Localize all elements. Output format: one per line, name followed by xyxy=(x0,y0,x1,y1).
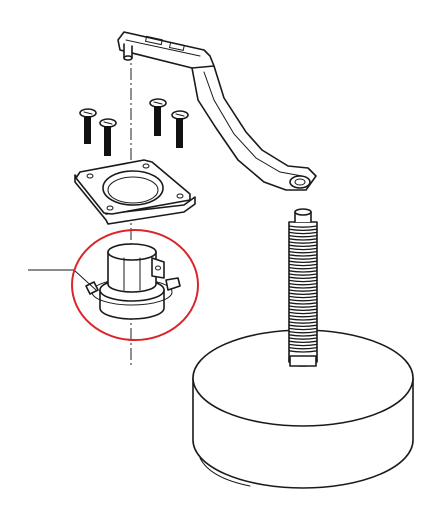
thread-line xyxy=(288,244,318,248)
thread-line xyxy=(288,340,318,344)
mounting-bracket xyxy=(117,31,317,191)
thread-line xyxy=(288,241,318,244)
thread-line xyxy=(288,247,318,251)
thread-line xyxy=(288,330,318,334)
base-weight xyxy=(192,329,414,489)
screw-1 xyxy=(79,108,97,144)
screws xyxy=(79,98,189,156)
thread-line xyxy=(288,228,318,232)
rod-threads xyxy=(288,225,318,353)
mounting-plate xyxy=(74,159,196,225)
thread-line xyxy=(288,279,318,283)
hose-collar xyxy=(85,243,181,320)
thread-line xyxy=(288,343,318,347)
thread-line xyxy=(288,321,318,324)
thread-line xyxy=(288,292,318,296)
threaded-rod xyxy=(288,208,318,367)
screw-2 xyxy=(99,118,117,156)
thread-line xyxy=(288,254,318,257)
thread-line xyxy=(288,346,318,350)
thread-line xyxy=(288,324,318,328)
thread-line xyxy=(288,311,318,315)
thread-line xyxy=(288,295,318,299)
thread-line xyxy=(288,257,318,260)
thread-line xyxy=(288,282,318,286)
screw-4 xyxy=(171,110,189,148)
thread-line xyxy=(288,276,318,280)
thread-line xyxy=(288,302,318,305)
thread-line xyxy=(288,308,318,312)
thread-line xyxy=(288,238,318,241)
thread-line xyxy=(288,337,318,340)
thread-line xyxy=(288,225,318,228)
thread-line xyxy=(288,270,318,273)
thread-line xyxy=(288,273,318,276)
highlight-circle xyxy=(71,229,199,341)
thread-line xyxy=(288,231,318,235)
thread-line xyxy=(288,318,318,321)
thread-line xyxy=(288,250,318,254)
thread-line xyxy=(288,234,318,238)
thread-line xyxy=(288,314,318,318)
thread-line xyxy=(288,266,318,270)
thread-line xyxy=(288,334,318,337)
thread-line xyxy=(288,305,318,308)
thread-line xyxy=(288,298,318,302)
thread-line xyxy=(288,263,318,267)
thread-line xyxy=(288,286,318,289)
thread-line xyxy=(288,327,318,331)
thread-line xyxy=(288,289,318,292)
thread-line xyxy=(288,350,318,353)
screw-3 xyxy=(149,98,167,136)
thread-line xyxy=(288,260,318,264)
